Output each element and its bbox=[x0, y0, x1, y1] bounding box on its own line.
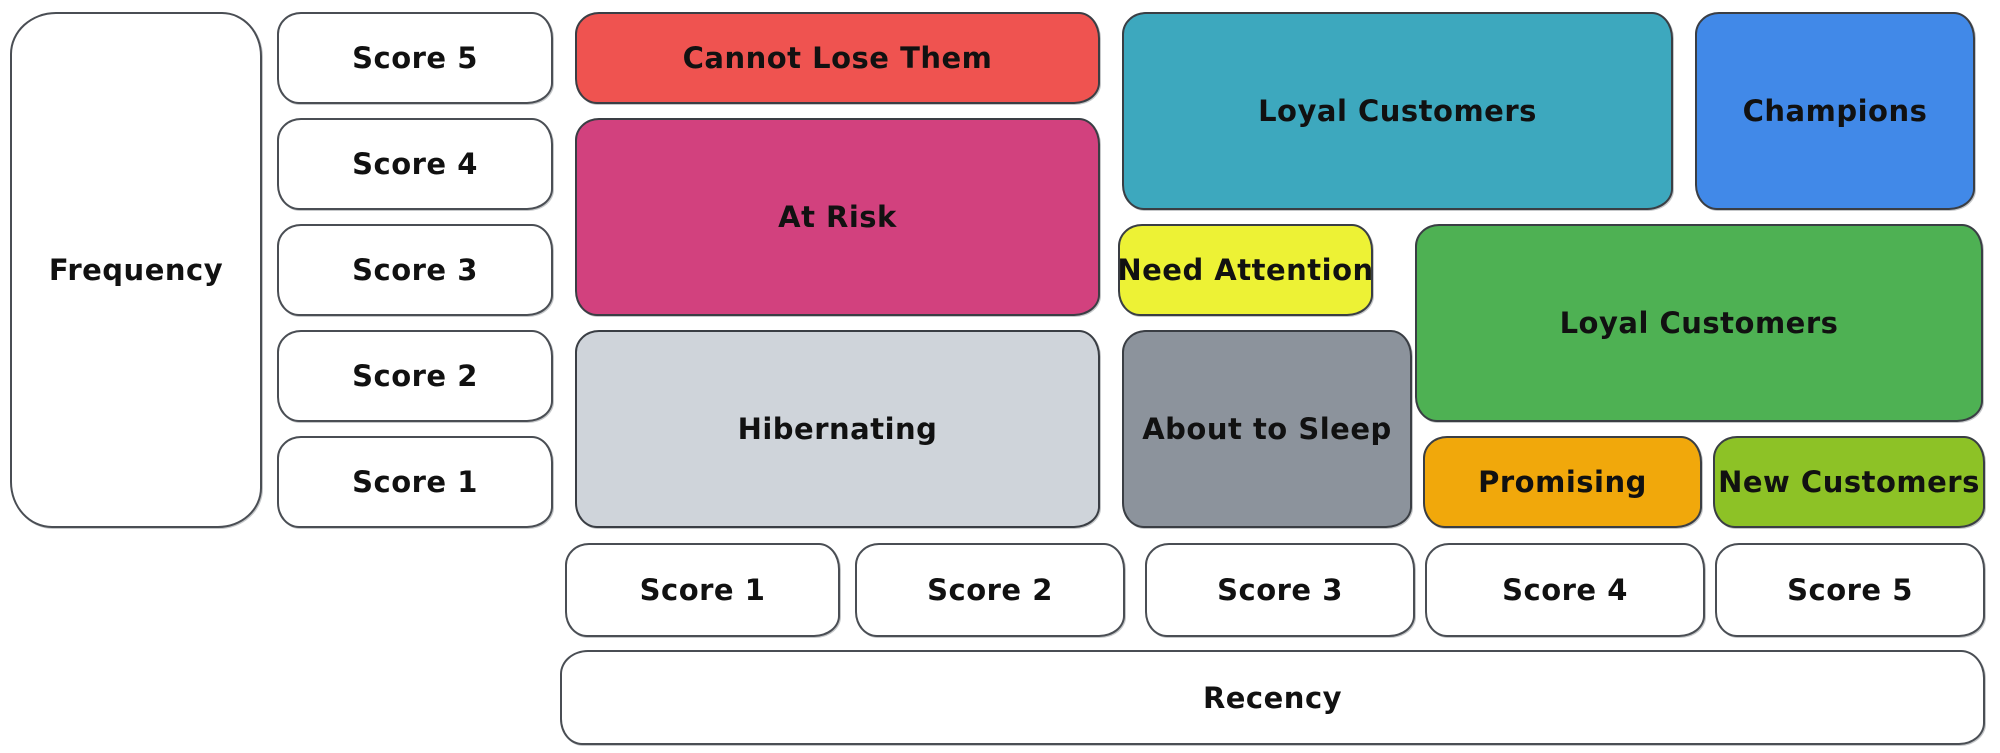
x-axis-score-1: Score 1 bbox=[565, 543, 840, 637]
segment-at-risk: At Risk bbox=[575, 118, 1100, 316]
segment-about-to-sleep: About to Sleep bbox=[1122, 330, 1412, 528]
x-axis-score-2: Score 2 bbox=[855, 543, 1125, 637]
segment-promising: Promising bbox=[1423, 436, 1702, 528]
y-axis-score-5: Score 5 bbox=[277, 12, 553, 104]
x-axis-label-recency: Recency bbox=[560, 650, 1985, 745]
x-axis-score-5: Score 5 bbox=[1715, 543, 1985, 637]
x-axis-score-3: Score 3 bbox=[1145, 543, 1415, 637]
segment-loyal-customers-teal: Loyal Customers bbox=[1122, 12, 1673, 210]
y-axis-score-1: Score 1 bbox=[277, 436, 553, 528]
segment-champions: Champions bbox=[1695, 12, 1975, 210]
y-axis-label-frequency: Frequency bbox=[10, 12, 262, 528]
x-axis-score-4: Score 4 bbox=[1425, 543, 1705, 637]
y-axis-score-2: Score 2 bbox=[277, 330, 553, 422]
y-axis-score-4: Score 4 bbox=[277, 118, 553, 210]
segment-new-customers: New Customers bbox=[1713, 436, 1985, 528]
segment-hibernating: Hibernating bbox=[575, 330, 1100, 528]
segment-cannot-lose-them: Cannot Lose Them bbox=[575, 12, 1100, 104]
segment-need-attention: Need Attention bbox=[1117, 224, 1373, 316]
segment-loyal-customers-green: Loyal Customers bbox=[1415, 224, 1983, 422]
y-axis-score-3: Score 3 bbox=[277, 224, 553, 316]
